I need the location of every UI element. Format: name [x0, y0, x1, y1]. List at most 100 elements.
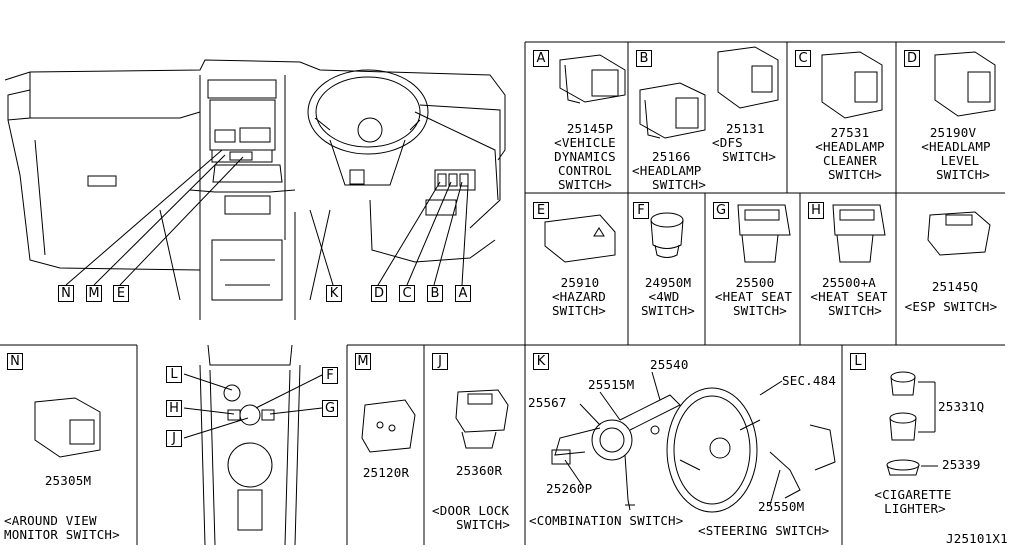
- console-callout-J: J: [166, 430, 182, 447]
- section-reference: SEC.484: [782, 373, 837, 388]
- switch-24950M: [650, 212, 684, 258]
- combination-switch: [551, 394, 681, 511]
- caption-c-line1: <HEADLAMP: [815, 139, 885, 154]
- part-number-25166: 25166: [652, 149, 691, 164]
- part-number-25567: 25567: [528, 395, 567, 410]
- part-number-24950M: 24950M: [644, 275, 692, 290]
- switch-25910: [544, 214, 616, 263]
- panel-label-D: D: [904, 50, 920, 67]
- panel-label-H: H: [808, 202, 824, 219]
- switch-25120R: [361, 399, 416, 453]
- caption-c-line2: CLEANER: [822, 153, 878, 168]
- switch-25190V: [934, 51, 996, 117]
- console-callout-H: H: [166, 400, 182, 417]
- switch-25131: [717, 46, 779, 109]
- panel-label-M: M: [355, 353, 371, 370]
- caption-25131-line1: <DFS: [712, 135, 743, 150]
- panel-label-A: A: [533, 50, 549, 67]
- part-number-27531: 27531: [830, 125, 870, 140]
- k-leaders: [564, 371, 783, 506]
- dash-callout-A: A: [455, 285, 471, 302]
- caption-d-line1: <HEADLAMP: [921, 139, 991, 154]
- part-number-25260P: 25260P: [546, 481, 593, 496]
- dash-callout-E: E: [113, 285, 129, 302]
- part-number-25339: 25339: [942, 457, 981, 472]
- caption-25166-line1: <HEADLAMP: [632, 163, 702, 178]
- caption-e-line1: <HAZARD: [551, 289, 607, 304]
- dash-callout-K: K: [326, 285, 342, 302]
- steering-wheel: [666, 387, 836, 513]
- switch-25360R: [455, 389, 509, 449]
- part-number-25145P: 25145P: [566, 121, 614, 136]
- switch-25166: [639, 82, 706, 139]
- leader-lines: [65, 149, 469, 286]
- switch-25500-A: [832, 204, 886, 263]
- caption-l-line2: LIGHTER>: [884, 501, 946, 516]
- caption-a-line2: DYNAMICS: [554, 149, 616, 164]
- part-number-25540: 25540: [650, 357, 689, 372]
- switch-27531: [821, 51, 883, 119]
- panel-label-J: J: [432, 353, 448, 370]
- panel-grid: [0, 41, 1005, 545]
- dash-callout-D: D: [371, 285, 387, 302]
- caption-25166-line2: SWITCH>: [652, 177, 707, 192]
- console-callout-G: G: [322, 400, 338, 417]
- panel-label-G: G: [713, 202, 729, 219]
- caption-25131-line2: SWITCH>: [722, 149, 777, 164]
- caption-h-line2: SWITCH>: [827, 303, 883, 318]
- part-number-25120R: 25120R: [362, 465, 410, 480]
- caption-a-line4: SWITCH>: [557, 177, 613, 192]
- caption-f-line2: SWITCH>: [640, 303, 696, 318]
- part-number-25131: 25131: [726, 121, 765, 136]
- caption-g-line2: SWITCH>: [732, 303, 788, 318]
- switch-25305M: [34, 397, 101, 458]
- caption-n-line1: <AROUND VIEW: [4, 513, 97, 528]
- caption-j-line1: <DOOR LOCK: [432, 503, 510, 518]
- caption-j-line2: SWITCH>: [456, 517, 511, 532]
- caption-g-line1: <HEAT SEAT: [714, 289, 793, 304]
- part-number-25190V: 25190V: [929, 125, 977, 140]
- panel-label-L: L: [850, 353, 866, 370]
- console-callout-L: L: [166, 366, 182, 383]
- part-number-25500-A: 25500+A: [821, 275, 877, 290]
- panel-label-C: C: [795, 50, 811, 67]
- dash-callout-C: C: [399, 285, 415, 302]
- switch-25500: [737, 204, 791, 263]
- caption-h-line1: <HEAT SEAT: [810, 289, 888, 304]
- panel-label-B: B: [636, 50, 652, 67]
- caption-a-line3: CONTROL: [557, 163, 613, 178]
- caption-c-line3: SWITCH>: [827, 167, 883, 182]
- caption-f-line1: <4WD: [648, 289, 680, 304]
- diagram-id: J25101X1: [946, 531, 1008, 546]
- dash-callout-M: M: [86, 285, 102, 302]
- part-number-25550M: 25550M: [758, 499, 805, 514]
- caption-steering-switch: <STEERING SWITCH>: [698, 523, 830, 538]
- panel-label-K: K: [533, 353, 549, 370]
- switch-25145P: [559, 54, 626, 104]
- part-number-25360R: 25360R: [455, 463, 503, 478]
- caption-e-line2: SWITCH>: [551, 303, 607, 318]
- dash-callout-B: B: [427, 285, 443, 302]
- caption-combination-switch: <COMBINATION SWITCH>: [529, 513, 684, 528]
- dashboard-drawing: [4, 59, 506, 320]
- caption-d-line3: SWITCH>: [935, 167, 991, 182]
- console-drawing: [183, 344, 323, 546]
- switch-25145Q: [927, 211, 991, 256]
- caption-esp: <ESP SWITCH>: [904, 299, 998, 314]
- panel-label-E: E: [533, 202, 549, 219]
- caption-d-line2: LEVEL: [940, 153, 980, 168]
- caption-l-line1: <CIGARETTE: [874, 487, 952, 502]
- panel-label-N: N: [7, 353, 23, 370]
- dash-callout-N: N: [58, 285, 74, 302]
- part-number-25145Q: 25145Q: [931, 279, 979, 294]
- part-number-25305M: 25305M: [44, 473, 92, 488]
- part-number-25910: 25910: [560, 275, 600, 290]
- part-number-25331Q: 25331Q: [938, 399, 985, 414]
- panel-label-F: F: [633, 202, 649, 219]
- caption-a-line1: <VEHICLE: [554, 135, 616, 150]
- part-number-25515M: 25515M: [588, 377, 635, 392]
- caption-n-line2: MONITOR SWITCH>: [4, 527, 120, 542]
- console-callout-F: F: [322, 367, 338, 384]
